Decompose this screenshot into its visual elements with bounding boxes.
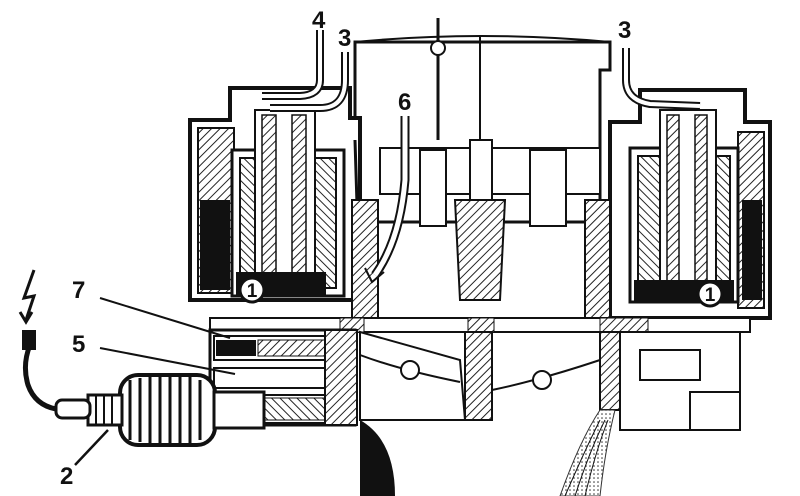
label-3-right: 3: [618, 17, 631, 44]
right-float-chamber: [608, 88, 772, 320]
label-6: 6: [398, 89, 411, 116]
choke-rod: [430, 18, 446, 140]
marker-1-right-text: 1: [705, 285, 716, 306]
venturi-section: [351, 139, 611, 319]
lower-left-block: [208, 328, 358, 427]
lightning-bolt-icon: [18, 269, 37, 325]
marker-1-left: 1: [238, 276, 266, 304]
fuel-pipe-6: [364, 116, 410, 284]
solenoid-valve: [54, 373, 266, 447]
label-5: 5: [72, 331, 85, 358]
fuel-pipe-3-left: [270, 52, 349, 112]
fuel-pipe-3-right: [622, 48, 701, 110]
label-2: 2: [60, 463, 73, 490]
power-wire: [22, 330, 57, 412]
left-float-chamber: [188, 86, 362, 302]
marker-1-left-text: 1: [247, 281, 258, 302]
marker-1-right: 1: [696, 280, 724, 308]
label-3-left: 3: [338, 25, 351, 52]
label-7: 7: [72, 277, 85, 304]
label-4: 4: [312, 7, 326, 34]
fuel-pipe-4: [262, 30, 324, 100]
leader-lines: [74, 297, 236, 466]
